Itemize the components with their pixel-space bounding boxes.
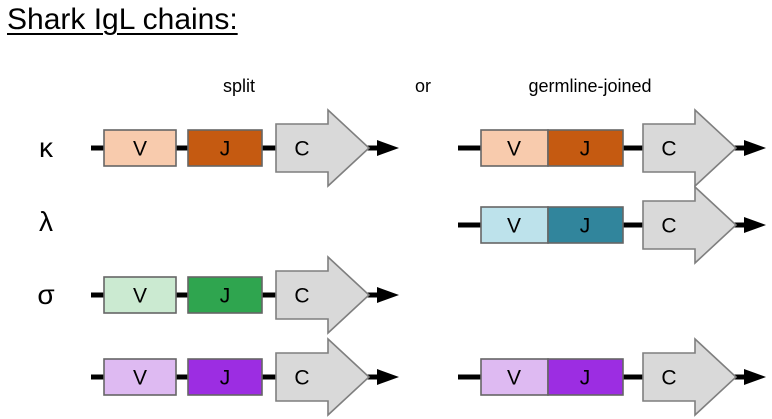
v-segment-label: V	[133, 367, 147, 390]
baseline-arrowhead-icon	[377, 369, 399, 385]
row-label-sigma: σ	[37, 279, 55, 310]
v-segment-box	[103, 276, 177, 314]
v-segment-label: V	[507, 367, 521, 390]
j-segment-box	[187, 276, 263, 314]
baseline-arrowhead-icon	[744, 369, 766, 385]
c-segment-arrow	[275, 337, 371, 417]
j-segment-label: J	[220, 138, 231, 161]
c-segment-arrow	[642, 108, 738, 188]
row-label-kappa: κ	[39, 132, 53, 163]
kappa-germline-joined-locus: V J C	[458, 108, 766, 188]
v-segment-box	[103, 358, 177, 396]
c-segment-arrow	[275, 108, 371, 188]
v-segment-label: V	[133, 285, 147, 308]
lambda-germline-joined-locus: V J C	[458, 185, 766, 265]
page-title: Shark IgL chains:	[7, 3, 238, 36]
baseline-arrowhead-icon	[744, 217, 766, 233]
column-header-split: split	[222, 76, 256, 96]
kappa-split-locus: V J C	[91, 108, 399, 188]
c-segment-arrow	[275, 255, 371, 335]
baseline-arrowhead-icon	[377, 140, 399, 156]
j-segment-box	[547, 206, 624, 244]
baseline-arrowhead-icon	[377, 287, 399, 303]
j-segment-label: J	[220, 367, 231, 390]
j-segment-box	[187, 358, 263, 396]
v-segment-label: V	[507, 138, 521, 161]
j-segment-label: J	[580, 215, 591, 238]
j-segment-label: J	[220, 285, 231, 308]
v-segment-box	[480, 206, 549, 244]
c-segment-label: C	[294, 285, 309, 308]
row-label-row4	[30, 362, 62, 392]
c-segment-label: C	[661, 138, 676, 161]
v-segment-label: V	[133, 138, 147, 161]
c-segment-arrow	[642, 337, 738, 417]
row-label-lambda: λ	[39, 206, 53, 237]
j-segment-box	[547, 358, 624, 396]
sigma-split-locus: V J C	[91, 255, 399, 335]
column-header-or: or	[414, 76, 432, 96]
v-segment-label: V	[507, 215, 521, 238]
baseline-arrowhead-icon	[744, 140, 766, 156]
j-segment-box	[547, 129, 624, 167]
column-header-germline-joined: germline-joined	[528, 76, 652, 96]
row4-split-locus: V J C	[91, 337, 399, 417]
c-segment-label: C	[661, 215, 676, 238]
row4-germline-joined-locus: V J C	[458, 337, 766, 417]
v-segment-box	[480, 358, 549, 396]
c-segment-label: C	[294, 367, 309, 390]
c-segment-label: C	[661, 367, 676, 390]
j-segment-label: J	[580, 138, 591, 161]
v-segment-box	[480, 129, 549, 167]
c-segment-label: C	[294, 138, 309, 161]
j-segment-label: J	[580, 367, 591, 390]
j-segment-box	[187, 129, 263, 167]
v-segment-box	[103, 129, 177, 167]
c-segment-arrow	[642, 185, 738, 265]
